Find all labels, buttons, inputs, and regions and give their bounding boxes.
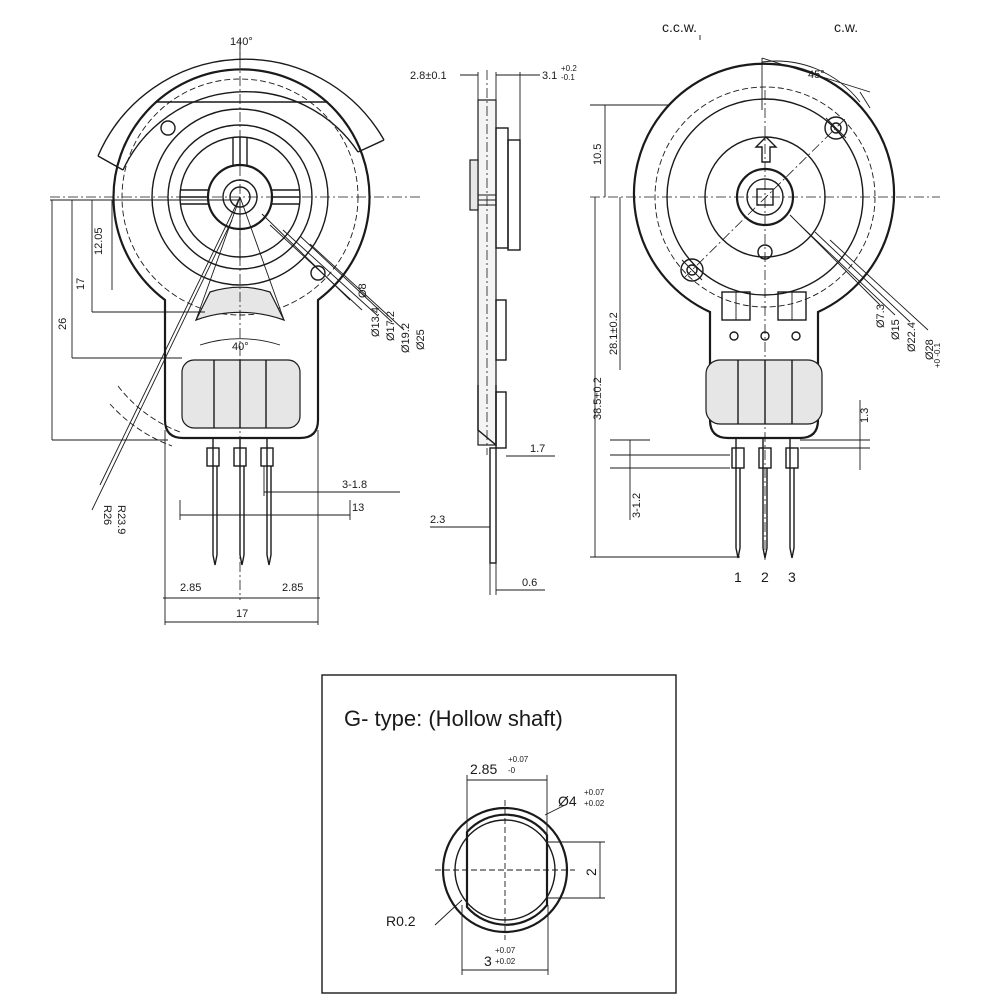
front-dim-13: 13 [352, 502, 364, 514]
front-dia-13-4: Ø13.4 [370, 307, 382, 337]
side-dim-3-1: 3.1 [542, 70, 557, 82]
rear-pin-dim-3-1-2: 3-1.2 [631, 493, 643, 518]
side-pin [489, 447, 497, 564]
g-type-dim-3-tol-upper: +0.07 [495, 946, 516, 955]
side-dim-3-1-tol-upper: +0.2 [561, 64, 577, 73]
rear-dim-28-1: 28.1±0.2 [608, 312, 620, 355]
front-body [112, 68, 371, 440]
g-type-dia-4-tol-lower: +0.02 [584, 799, 605, 808]
front-dia-8: Ø8 [357, 283, 369, 298]
front-dim-26: 26 [57, 318, 69, 330]
g-type-dim-3: 3 [484, 953, 492, 969]
front-pin-dim-3-1-8: 3-1.8 [342, 479, 367, 491]
g-type-dim-2: 2 [583, 868, 599, 876]
side-dim-2-8: 2.8±0.1 [410, 70, 447, 82]
rear-dim-10-5: 10.5 [592, 144, 604, 165]
direction-arrow-icon [754, 136, 778, 163]
front-dia-17-2: Ø17.2 [385, 311, 397, 341]
rear-dia-28-tol: +0 -0.1 [933, 342, 942, 368]
front-radius-23-9: R23.9 [115, 505, 127, 534]
side-dim-3-1-tol-lower: -0.1 [561, 73, 575, 82]
front-dim-17-horizontal: 17 [236, 608, 248, 620]
ccw-label: c.c.w. [662, 19, 697, 35]
g-type-dia-4-tol-upper: +0.07 [584, 788, 605, 797]
front-dim-2-85-left: 2.85 [180, 582, 201, 594]
side-view [430, 70, 555, 595]
front-dia-19-2: Ø19.2 [400, 323, 412, 353]
rotation-arc-inner [122, 90, 359, 171]
rear-hole-top [824, 116, 848, 140]
rotation-arc-outer [97, 58, 385, 157]
g-type-frame [321, 674, 677, 994]
rear-dim-38-5: 38.5±0.2 [592, 377, 604, 420]
rear-dia-15: Ø15 [890, 319, 902, 340]
rear-dia-7-3: Ø7.3 [875, 304, 887, 328]
g-type-panel [321, 674, 677, 994]
rear-terminal-block [705, 359, 823, 425]
front-view [50, 40, 420, 625]
front-dim-17-vertical: 17 [75, 278, 87, 290]
front-dia-25: Ø25 [415, 329, 427, 350]
mounting-hole-right [310, 265, 326, 281]
pin-label-1: 1 [734, 569, 742, 585]
g-type-dim-flat-tol-lower: -0 [508, 766, 516, 775]
g-type-dia-4: Ø4 [558, 793, 577, 809]
front-angle-40: 40° [232, 341, 249, 353]
g-type-dim-flat-tol-upper: +0.07 [508, 755, 529, 764]
side-dim-0-6: 0.6 [522, 577, 537, 589]
g-type-dim-flat: 2.85 [470, 761, 497, 777]
rear-hole-left [680, 258, 704, 282]
front-terminal-block [181, 359, 301, 429]
pin-label-2: 2 [761, 569, 769, 585]
mounting-hole-top-left [160, 120, 176, 136]
front-dim-12-05: 12.05 [93, 227, 105, 255]
rear-view [590, 35, 940, 560]
g-type-radius: R0.2 [386, 913, 416, 929]
front-radius-26: R26 [101, 505, 113, 525]
cw-label: c.w. [834, 19, 858, 35]
rear-angle-45: 45° [808, 69, 825, 81]
rear-body [632, 62, 896, 440]
rear-dia-22-4: Ø22.4 [906, 322, 918, 352]
side-dim-2-3: 2.3 [430, 514, 445, 526]
g-type-dim-3-tol-lower: +0.02 [495, 957, 516, 966]
front-angle-140: 140° [230, 36, 253, 48]
g-type-title: G- type: (Hollow shaft) [344, 706, 563, 731]
pin-label-3: 3 [788, 569, 796, 585]
front-dim-2-85-right: 2.85 [282, 582, 303, 594]
side-dim-1-7: 1.7 [530, 443, 545, 455]
hollow-shaft-bore [465, 813, 549, 926]
rear-dia-28: Ø28 [924, 339, 936, 360]
rear-dim-1-3: 1.3 [859, 408, 871, 423]
